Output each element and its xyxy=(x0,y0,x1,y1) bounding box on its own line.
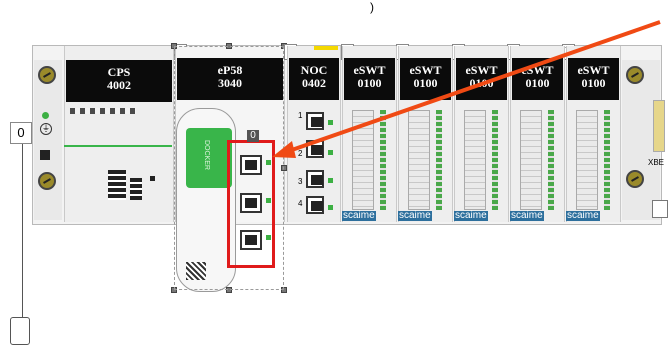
green-led-strip xyxy=(380,110,386,210)
cps-green-strip xyxy=(64,145,172,147)
noc-port-label-4: 4 xyxy=(298,199,303,208)
cps-connector xyxy=(130,178,142,200)
cps-vents xyxy=(70,108,136,114)
screw-icon xyxy=(626,170,644,188)
selection-outline xyxy=(174,46,284,290)
rack-end-plate xyxy=(34,60,62,220)
noc-ethernet-port[interactable] xyxy=(306,196,324,214)
terminal-block xyxy=(352,110,374,210)
callout-arrow-line xyxy=(285,20,661,154)
cpu-card-label: DOCKER xyxy=(203,140,210,170)
scaime-label: scaime xyxy=(510,210,544,221)
screw-icon xyxy=(38,172,56,190)
green-led-strip xyxy=(548,110,554,210)
scaime-label: scaime xyxy=(398,210,432,221)
ethernet-port[interactable] xyxy=(240,155,262,175)
bus-line xyxy=(22,142,23,317)
power-led xyxy=(42,112,49,119)
xbe-box xyxy=(652,200,668,218)
truncated-text: ) xyxy=(370,0,374,14)
green-led-strip xyxy=(492,110,498,210)
noc-led xyxy=(328,120,333,125)
port-led xyxy=(266,160,271,165)
cps-dot xyxy=(150,176,155,181)
noc-led xyxy=(328,205,333,210)
terminal-block xyxy=(520,110,542,210)
noc-port-label-2: 2 xyxy=(298,149,303,158)
green-led-strip xyxy=(604,110,610,210)
noc-port-label-1: 1 xyxy=(298,111,303,120)
selection-handle[interactable] xyxy=(281,165,287,171)
ground-icon: ⏚ xyxy=(40,123,52,135)
noc-ethernet-port[interactable] xyxy=(306,112,324,130)
xbe-label: XBE xyxy=(648,158,665,167)
noc-ethernet-port[interactable] xyxy=(306,170,324,188)
screw-icon xyxy=(38,66,56,84)
selection-handle[interactable] xyxy=(226,287,232,293)
terminal-block xyxy=(464,110,486,210)
scaime-label: scaime xyxy=(454,210,488,221)
terminal-block xyxy=(408,110,430,210)
green-led-strip xyxy=(436,110,442,210)
scaime-label: scaime xyxy=(342,210,376,221)
port-badge: 0 xyxy=(247,130,259,142)
port-led xyxy=(266,198,271,203)
ethernet-port[interactable] xyxy=(240,230,262,250)
noc-led xyxy=(328,178,333,183)
scaime-label: scaime xyxy=(566,210,600,221)
ethernet-port[interactable] xyxy=(240,193,262,213)
rack-number-box[interactable]: 0 xyxy=(10,122,32,144)
xbe-connector xyxy=(653,100,665,152)
noc-led xyxy=(328,150,333,155)
callout-arrow-head xyxy=(272,141,296,158)
cpu-usb-icon xyxy=(186,262,206,280)
cps-terminal-block xyxy=(108,170,126,200)
selection-handle[interactable] xyxy=(281,287,287,293)
switch-icon xyxy=(40,150,50,160)
terminal-block xyxy=(576,110,598,210)
cpu-memory-card xyxy=(186,128,232,188)
noc-port-label-3: 3 xyxy=(298,177,303,186)
screw-icon xyxy=(626,66,644,84)
port-led xyxy=(266,235,271,240)
noc-yellow-tab xyxy=(314,46,338,50)
